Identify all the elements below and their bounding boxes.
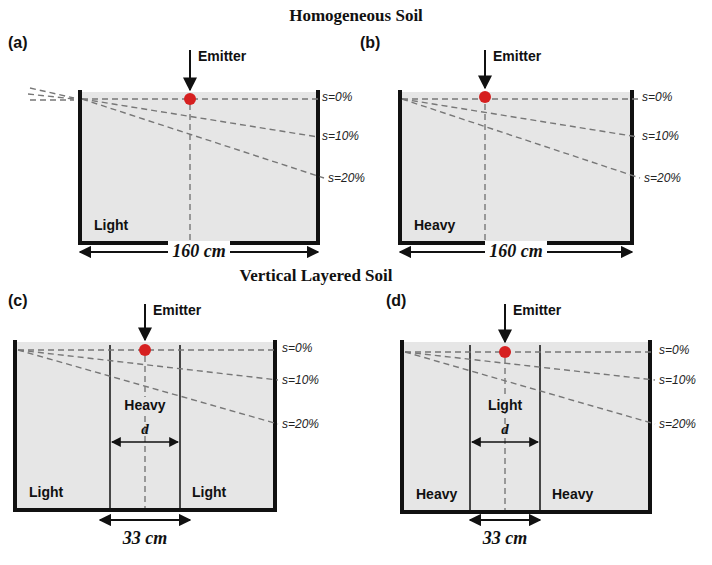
emitter-label: Emitter [153,302,201,318]
emitter-label: Emitter [513,302,561,318]
slope-label: s=10% [642,130,679,144]
slope-label: s=20% [328,172,365,186]
slope-label: s=20% [644,172,681,186]
soil-type-label: Heavy [122,397,167,413]
emitter-dot [499,346,511,358]
container-b [400,90,632,243]
emitter-label: Emitter [198,48,246,64]
width-arrow [472,441,538,442]
soil-type-label: Light [92,217,130,233]
soil-layer: Light [84,97,314,241]
slope-label: s=0% [659,344,689,358]
container-c [15,340,275,510]
emitter-label: Emitter [493,48,541,64]
soil-layer: Heavy [406,347,468,510]
dimension-arrow [100,519,190,521]
panel-letter: (b) [360,34,380,52]
emitter-dot [479,91,491,103]
slope-label: s=20% [282,418,319,432]
slope-label: s=0% [642,91,672,105]
soil-type-label: Heavy [412,217,457,233]
width-arrow [112,441,178,442]
container-a [80,90,318,243]
dimension-label: 160 cm [168,241,230,262]
panel-letter: (a) [8,34,28,52]
emitter-arrow [504,304,506,342]
dimension-label: 33 cm [119,528,172,549]
dimension-arrow [470,519,540,521]
slope-lines-b [402,99,640,241]
slope-label: s=0% [322,91,352,105]
panel-letter: (d) [386,292,406,310]
soil-type-label: Heavy [414,486,459,502]
panel-letter: (c) [8,292,28,310]
soil-type-label: Light [190,484,228,500]
slope-lines-d [405,352,655,510]
soil-layer: Light [182,347,273,508]
emitter-arrow [144,304,146,340]
slope-label: s=10% [322,130,359,144]
emitter-arrow [189,50,191,90]
soil-layer: Heavy [542,347,648,510]
width-symbol: d [501,421,509,438]
dimension-label: 160 cm [485,241,547,262]
soil-type-label: Light [486,397,524,413]
emitter-dot [184,93,196,105]
emitter-arrow [484,50,486,88]
section-heading: Vertical Layered Soil [240,266,393,286]
slope-label: s=10% [659,374,696,388]
slope-label: s=20% [659,418,696,432]
width-symbol: d [141,421,149,438]
soil-layer: Heavy [404,97,628,241]
soil-type-label: Heavy [550,486,595,502]
soil-type-label: Light [27,484,65,500]
slope-lines-c [18,350,278,508]
emitter-dot [139,344,151,356]
diagram-title: Homogeneous Soil [289,6,423,26]
slope-label: s=0% [282,342,312,356]
dimension-label: 33 cm [479,528,532,549]
soil-layer: Light [19,347,108,508]
slope-label: s=10% [282,374,319,388]
slope-lines-a [28,88,324,241]
